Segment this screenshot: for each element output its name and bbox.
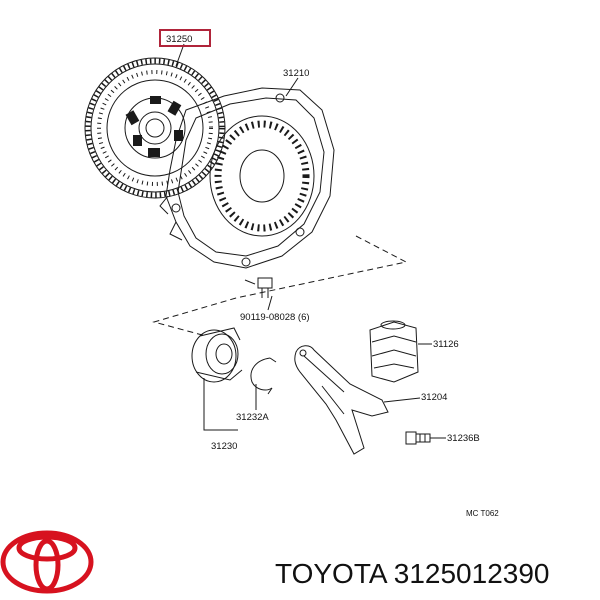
brand-part-number: TOYOTA 3125012390 <box>275 558 550 589</box>
highlight-box <box>159 29 211 47</box>
rubber-boot <box>369 320 419 383</box>
bolt <box>244 277 273 298</box>
pivot-stud <box>405 431 431 445</box>
label-bolt: 90119-08028 (6) <box>240 312 310 323</box>
release-bearing <box>191 327 243 383</box>
clutch-disc <box>84 57 226 199</box>
toyota-logo <box>0 530 94 594</box>
pressure-plate <box>159 87 335 269</box>
dashed-guide-lines <box>152 235 408 337</box>
label-31126: 31126 <box>433 339 459 350</box>
label-31250: 31250 <box>166 34 192 45</box>
label-31232a: 31232A <box>236 412 269 423</box>
label-31236b: 31236B <box>447 433 480 444</box>
label-31210: 31210 <box>283 68 309 79</box>
leader-lines <box>175 43 446 439</box>
diagram-code: MC T062 <box>466 509 499 518</box>
release-fork <box>294 345 389 455</box>
label-31204: 31204 <box>421 392 447 403</box>
label-31230: 31230 <box>211 441 237 452</box>
bearing-clip <box>250 357 277 395</box>
